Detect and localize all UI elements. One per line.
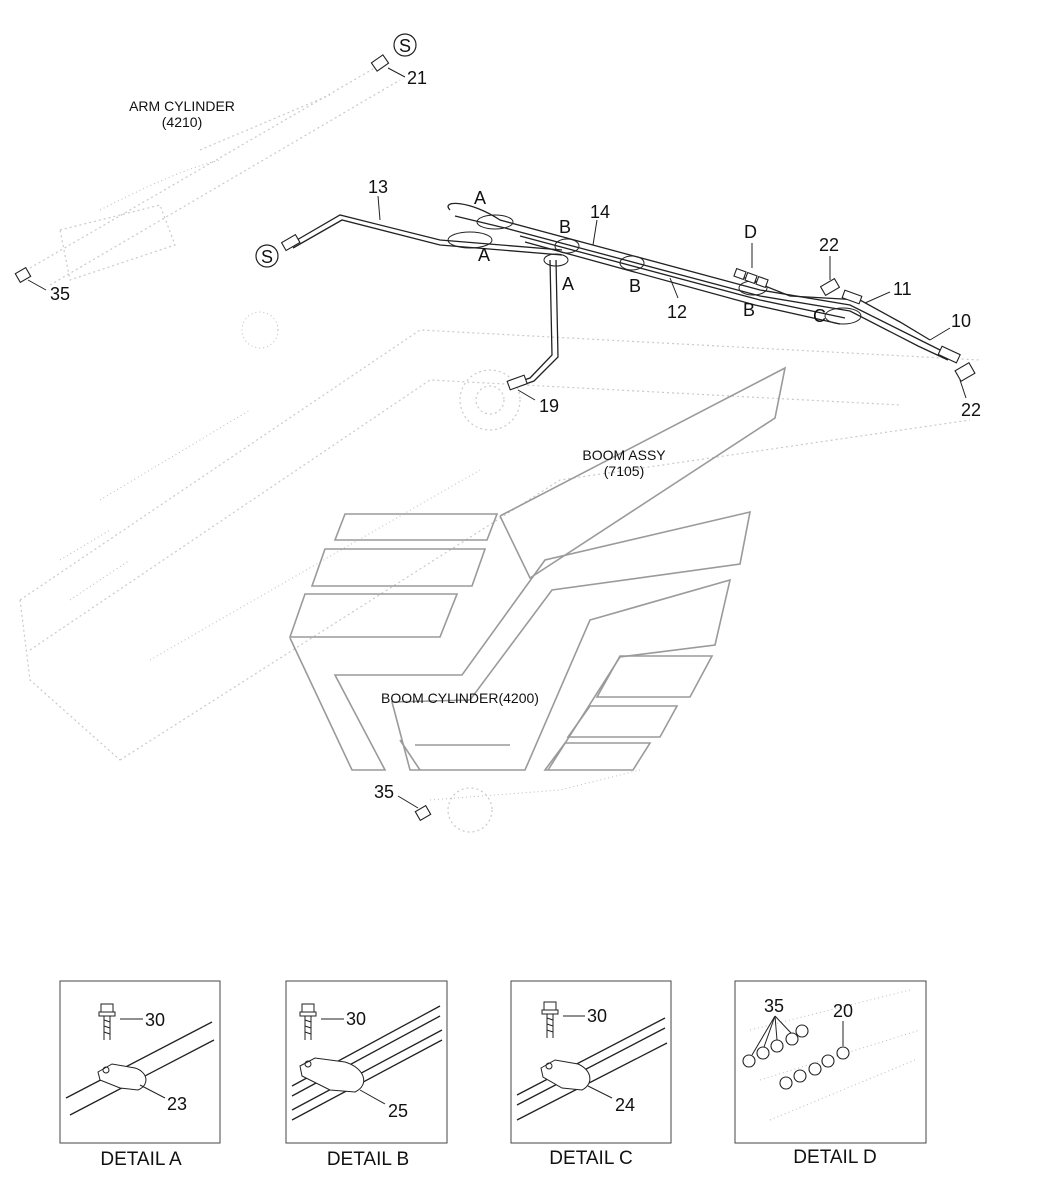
detail-b-title: DETAIL B bbox=[327, 1149, 409, 1170]
section-letter-s-left: S bbox=[261, 247, 273, 267]
arm-cylinder-label: ARM CYLINDER bbox=[129, 98, 235, 114]
pipe-bundle-12-14: 14 12 bbox=[447, 202, 951, 361]
section-letter-b2: B bbox=[629, 276, 641, 296]
clamp-icon bbox=[97, 1063, 147, 1091]
callout-21: 21 bbox=[407, 68, 427, 88]
brand-watermark bbox=[288, 366, 787, 771]
detail-b-panel: 30 25 DETAIL B bbox=[285, 980, 448, 1170]
section-marker-s-left bbox=[255, 244, 279, 268]
callout-13: 13 bbox=[368, 177, 388, 197]
detail-c-clamp-callout: 24 bbox=[615, 1095, 635, 1115]
boom-assy-code: (7105) bbox=[604, 463, 644, 479]
section-marker-s-top bbox=[393, 33, 417, 57]
detail-c-bolt-callout: 30 bbox=[587, 1006, 607, 1026]
section-letter-b1: B bbox=[559, 217, 571, 237]
bolt-icon bbox=[299, 1003, 317, 1040]
fitting-35-bottom: 35 bbox=[374, 782, 432, 822]
section-letter-a1: A bbox=[474, 188, 486, 208]
arm-cylinder-code: (4210) bbox=[162, 114, 202, 130]
fitting-21: S 21 bbox=[370, 33, 427, 88]
callout-35-left: 35 bbox=[50, 284, 70, 304]
section-letter-a3: A bbox=[562, 274, 574, 294]
arm-cylinder-ghost bbox=[29, 61, 401, 286]
detail-d-fittings-b-callout: 20 bbox=[833, 1001, 853, 1021]
section-letter-s-top: S bbox=[399, 36, 411, 56]
section-letter-d1: D bbox=[744, 222, 757, 242]
detail-a-panel: 30 23 DETAIL A bbox=[59, 980, 221, 1170]
detail-b-clamp-callout: 25 bbox=[388, 1101, 408, 1121]
detail-c-title: DETAIL C bbox=[549, 1148, 632, 1169]
section-letter-c1: C bbox=[813, 306, 826, 326]
section-letter-b3: B bbox=[743, 300, 755, 320]
pipe-13: S 13 bbox=[255, 177, 563, 268]
callout-11: 11 bbox=[893, 279, 912, 299]
callout-12: 12 bbox=[667, 302, 687, 322]
detail-a-title: DETAIL A bbox=[100, 1149, 182, 1170]
bolt-icon bbox=[98, 1003, 116, 1040]
callout-22-top: 22 bbox=[819, 235, 839, 255]
clamp-icon bbox=[540, 1059, 591, 1091]
detail-d-title: DETAIL D bbox=[793, 1147, 876, 1168]
callout-35-bottom: 35 bbox=[374, 782, 394, 802]
clamp-icon bbox=[299, 1057, 365, 1093]
fitting-22-bottom: 22 bbox=[954, 362, 981, 420]
callout-19: 19 bbox=[539, 396, 559, 416]
boom-cylinder-label: BOOM CYLINDER(4200) bbox=[381, 690, 539, 706]
detail-a-clamp-callout: 23 bbox=[167, 1094, 187, 1114]
detail-c-panel: 30 24 DETAIL C bbox=[510, 980, 672, 1169]
fitting-35-left: 35 bbox=[14, 266, 70, 304]
callout-14: 14 bbox=[590, 202, 610, 222]
pipe-19: 19 bbox=[506, 253, 569, 416]
detail-a-bolt-callout: 30 bbox=[145, 1010, 165, 1030]
bolt-icon bbox=[541, 1001, 559, 1038]
callout-10: 10 bbox=[951, 311, 971, 331]
detail-d-fittings-a-callout: 35 bbox=[764, 996, 784, 1016]
fitting-22-top: 22 bbox=[819, 235, 841, 297]
section-letter-a2: A bbox=[478, 245, 490, 265]
connector-block-d bbox=[733, 243, 769, 289]
boom-assy-label: BOOM ASSY bbox=[582, 447, 666, 463]
fitting-10: 10 bbox=[929, 311, 971, 364]
detail-d-panel: 35 20 DETAIL D bbox=[734, 980, 927, 1168]
fitting-set-icon bbox=[742, 1024, 850, 1090]
detail-b-bolt-callout: 30 bbox=[346, 1009, 366, 1029]
boom-ghost bbox=[19, 311, 981, 833]
callout-22-bottom: 22 bbox=[961, 400, 981, 420]
fitting-11: 11 bbox=[841, 279, 912, 305]
